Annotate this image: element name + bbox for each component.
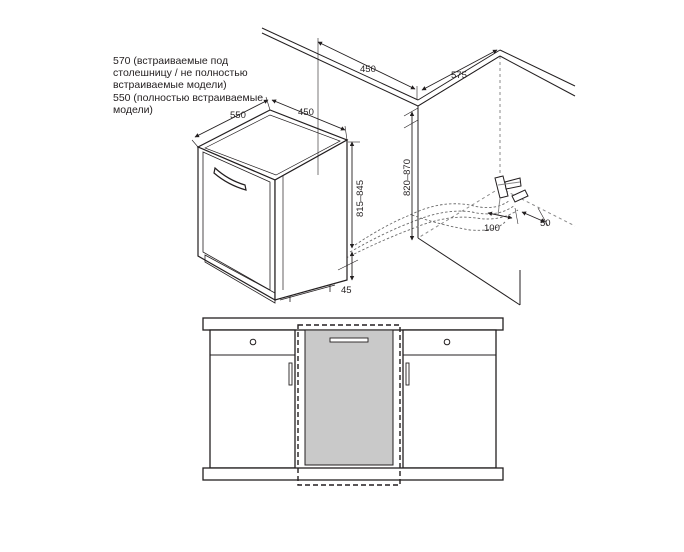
water-valve-icon <box>494 175 529 216</box>
dishwasher-door-front <box>304 329 394 466</box>
dim-plinth-gap: 45 <box>341 285 352 296</box>
dishwasher-unit <box>196 109 349 304</box>
dim-hose-wall-gap: 50 <box>540 218 551 229</box>
dishwasher-outline-dashed <box>297 324 401 486</box>
dim-width-unit: 450 <box>298 107 314 118</box>
dim-height-unit: 815–845 <box>355 180 366 217</box>
dim-height-niche: 820–870 <box>402 159 413 196</box>
dim-hose-offset: 100 <box>484 223 500 234</box>
note-partial-line2: столешницу / не полностью <box>113 67 248 79</box>
note-full-line2: модели) <box>113 104 153 116</box>
dim-niche-depth: 575 <box>451 70 467 81</box>
dim-niche-width: 450 <box>360 64 376 75</box>
dim-depth-unit: 550 <box>230 110 246 121</box>
kitchen-front-view <box>202 317 504 481</box>
dimension-lines <box>191 38 549 281</box>
note-partial-line1: 570 (встраиваемые под <box>113 55 228 67</box>
note-full-line1: 550 (полностью встраиваемые <box>113 92 263 104</box>
note-partial-line3: встраиваемые модели) <box>113 79 227 91</box>
